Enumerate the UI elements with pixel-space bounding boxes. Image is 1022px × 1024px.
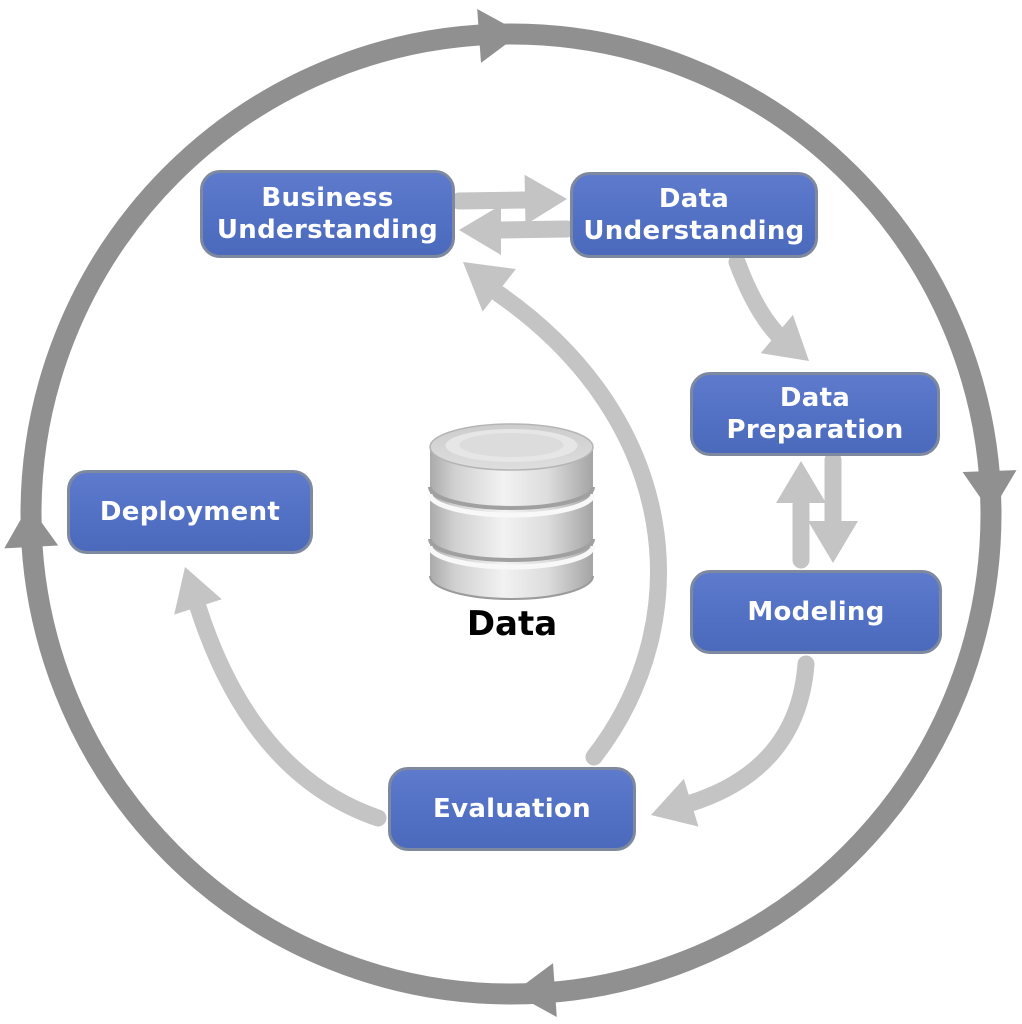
database-top-center [459,433,564,457]
database-bottom-edge [429,575,594,600]
phase-deployment: Deployment [67,470,313,554]
database-groove-1 [428,486,595,510]
flow-arrowheads [174,174,858,827]
phase-modeling: Modeling [690,570,942,654]
phase-label: Deployment [99,496,281,527]
phase-label: Modeling [747,596,885,627]
phase-data-understanding: Data Understanding [570,172,818,258]
phase-label: Evaluation [433,793,591,824]
outer-cycle [4,8,1017,1018]
phase-evaluation: Evaluation [388,767,636,851]
arrowhead-long-to-business-icon [463,262,516,312]
database-body [430,447,593,599]
phase-label: Data Understanding [583,183,805,247]
flow-evaluation-to-business [490,285,667,766]
cycle-arrowhead-right-icon [962,470,1017,513]
cycle-arrowhead-bottom-icon [513,963,557,1018]
arrowhead-down-to-modeling-icon [808,521,858,563]
phase-data-preparation: Data Preparation [690,372,940,456]
cycle-arrowhead-top-icon [477,8,521,63]
flow-evaluation-to-deployment [189,598,387,827]
arrowhead-up-to-datapreparation-icon [776,461,826,503]
phase-label: Data Preparation [726,382,904,446]
arrowhead-to-evaluation-icon [651,778,699,827]
cycle-arrowhead-left-icon [4,505,59,549]
flow-modeling-to-evaluation [679,655,815,813]
flow-business-to-dataunderstanding [450,191,536,210]
flow-dataunderstanding-to-datapreparation [728,253,786,343]
arrowhead-to-dataunderstanding-icon [524,174,567,225]
phase-business-understanding: Business Understanding [200,170,455,258]
phase-label: Business Understanding [216,182,439,246]
flow-dataunderstanding-to-business [490,220,576,239]
arrowhead-to-business-icon [459,205,501,255]
arrowhead-to-deployment-icon [174,567,222,615]
flow-arrows [189,191,842,827]
data-store-label: Data [466,604,558,644]
database-groove-2-highlight [427,545,596,570]
database-groove-2 [428,538,595,562]
database-icon [427,423,596,600]
arrowhead-to-datapreparation-icon [760,314,809,361]
database-groove-1-highlight [427,493,596,518]
